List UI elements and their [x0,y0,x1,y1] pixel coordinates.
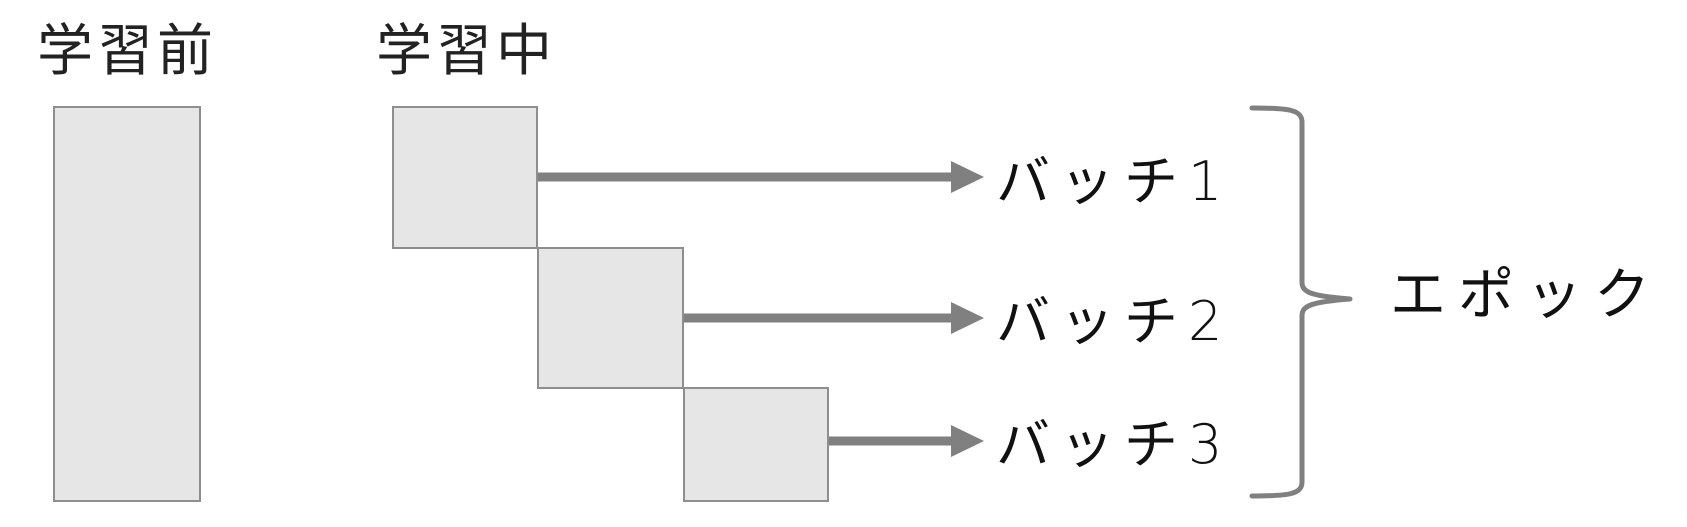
arrow-right-icon [538,161,984,193]
epoch-label: エポック [1390,263,1662,328]
arrow-right-icon [829,425,984,457]
batch-1-label: バッチ1 [996,150,1233,213]
batch-2-block [537,247,684,389]
batch-3-label: バッチ3 [996,413,1233,476]
full-dataset-block [53,106,201,502]
arrow-right-icon [684,302,984,334]
batch-2-label: バッチ2 [996,290,1233,353]
batch-3-block [683,387,829,502]
right-curly-brace-icon [1249,105,1353,499]
batch-1-block [392,106,538,249]
heading-before-training: 学習前 [37,19,217,84]
heading-during-training: 学習中 [376,19,556,84]
